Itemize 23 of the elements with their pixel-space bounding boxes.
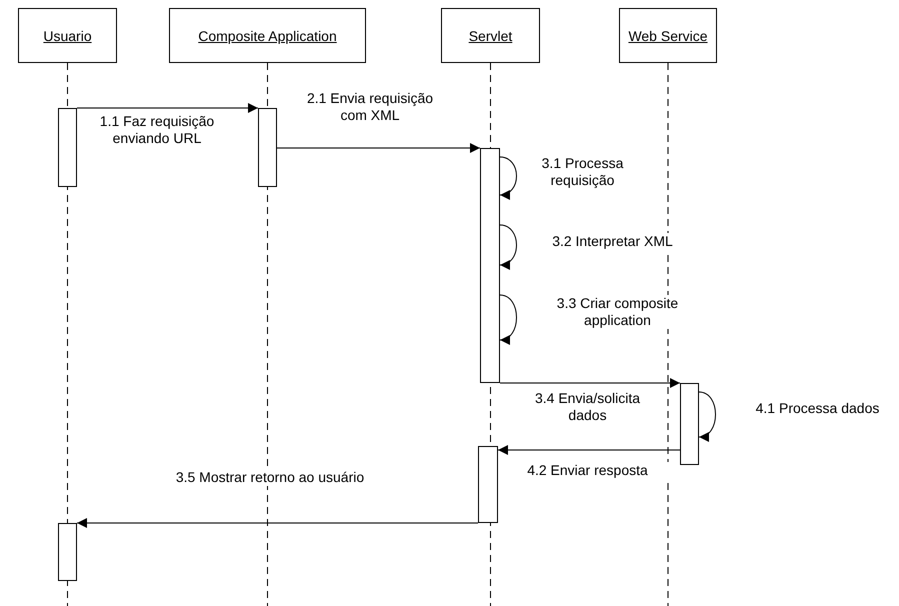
message-arrow (76, 103, 258, 113)
message-arrow (498, 445, 680, 455)
activation-bar (478, 446, 498, 523)
activation-bar (258, 108, 277, 187)
message-arrow (76, 518, 478, 528)
message-arrow (276, 143, 480, 153)
participant-name: Web Service (628, 28, 708, 44)
self-message-arrow (500, 294, 517, 344)
lifeline-header-box (169, 8, 366, 63)
message-arrow (500, 378, 680, 388)
activation-bar (58, 523, 77, 581)
lifeline-header-box (18, 8, 117, 63)
participant-name: Usuario (43, 28, 92, 44)
activation-bar (480, 148, 500, 383)
activation-bar (58, 108, 77, 187)
self-message-arrow (500, 224, 517, 268)
lifeline-header-box (619, 8, 717, 63)
participant-name: Servlet (468, 28, 512, 44)
self-message-arrow (500, 156, 517, 198)
self-message-arrow (698, 392, 716, 440)
activation-bar (680, 383, 699, 465)
participant-name: Composite Application (198, 28, 337, 44)
lifeline-header-box (441, 8, 540, 63)
